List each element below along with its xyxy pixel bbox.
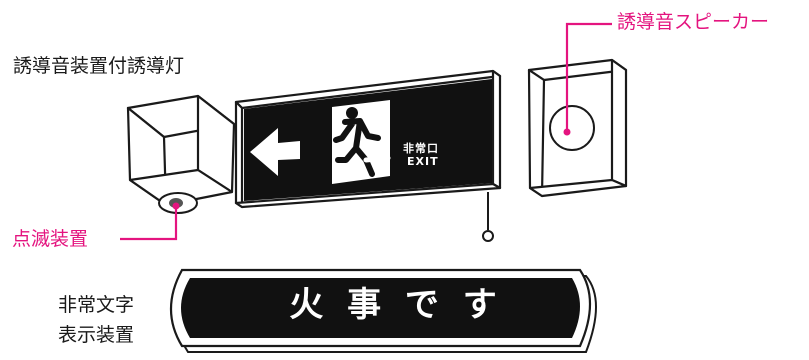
exit-sign-frame: [234, 69, 502, 209]
main-device-label: 誘導音装置付誘導灯: [13, 55, 185, 77]
exit-sign-jp-text: 非常口: [403, 142, 439, 155]
leader-lines: [120, 22, 612, 241]
pull-cord: [482, 192, 494, 242]
fire-display-board: [169, 268, 597, 353]
speaker-leader-dot: [563, 128, 571, 136]
guidance-sound-box: [126, 94, 236, 207]
exit-sign-en-text: EXIT: [407, 155, 439, 168]
flash-leader-dot: [172, 202, 180, 210]
speaker-icon: [549, 105, 595, 151]
flash-label: 点滅装置: [12, 228, 89, 250]
speaker-box: [527, 58, 628, 198]
text-display-label-line2: 表示装置: [58, 324, 135, 346]
flash-unit: [158, 192, 198, 214]
speaker-label: 誘導音スピーカー: [617, 11, 770, 33]
running-man-icon: [332, 100, 391, 184]
arrow-left-icon: [250, 128, 300, 176]
fire-display-text: 火 事 で す: [289, 285, 503, 325]
text-display-label-line1: 非常文字: [58, 294, 135, 316]
